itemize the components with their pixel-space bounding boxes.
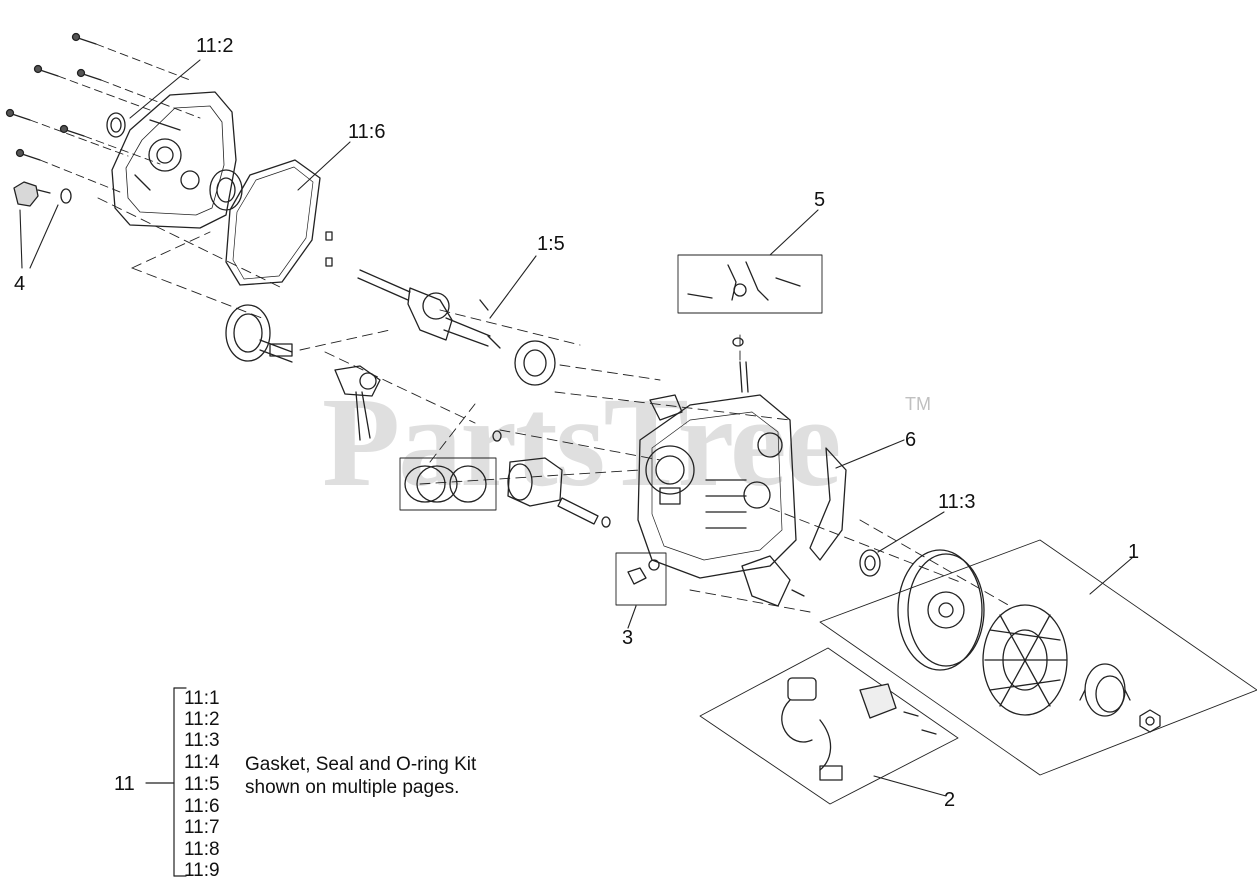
camshaft-gear bbox=[225, 304, 293, 363]
kit-number: 11 bbox=[114, 773, 135, 795]
main-bearing bbox=[514, 340, 556, 386]
callout-2: 2 bbox=[944, 789, 956, 811]
crankcase-cover bbox=[111, 91, 237, 229]
kit-note-line-2: shown on multiple pages. bbox=[245, 777, 460, 798]
crankshaft bbox=[357, 269, 501, 349]
flywheel-assembly-box bbox=[819, 539, 1257, 776]
flywheel-nut bbox=[1139, 709, 1161, 733]
starter-cup bbox=[1079, 663, 1131, 717]
drain-plug-kit bbox=[615, 552, 667, 606]
kit-item: 11:7 bbox=[184, 817, 220, 838]
breather-cover bbox=[741, 555, 805, 607]
oil-seal-11-3 bbox=[859, 549, 881, 577]
piston-rings bbox=[399, 457, 497, 511]
dowel-pins bbox=[325, 231, 333, 267]
callout-3: 3 bbox=[622, 627, 634, 649]
callout-11-6: 11:6 bbox=[348, 121, 386, 143]
kit-item: 11:5 bbox=[184, 774, 220, 795]
callout-6: 6 bbox=[905, 429, 917, 451]
callout-leaders bbox=[19, 59, 1133, 797]
callout-11-3: 11:3 bbox=[938, 491, 976, 513]
kit-item: 11:3 bbox=[184, 730, 220, 751]
connecting-rod bbox=[334, 365, 381, 441]
kit-item: 11:4 bbox=[184, 752, 220, 773]
kit-bracket bbox=[145, 687, 187, 877]
cover-gasket-11-6 bbox=[225, 159, 321, 286]
oil-seal-11-2 bbox=[106, 112, 126, 138]
governor-lever-kit bbox=[677, 254, 823, 314]
cooling-fan bbox=[982, 604, 1068, 716]
kit-item: 11:8 bbox=[184, 839, 220, 860]
kit-item: 11:2 bbox=[184, 709, 220, 730]
ignition-coil bbox=[781, 677, 937, 781]
governor-shaft bbox=[732, 337, 749, 393]
callout-4: 4 bbox=[14, 273, 26, 295]
watermark-trademark: TM bbox=[905, 394, 931, 414]
piston-pin bbox=[492, 430, 611, 528]
callout-1: 1 bbox=[1128, 541, 1140, 563]
engine-block bbox=[637, 394, 797, 579]
kit-item: 11:1 bbox=[184, 688, 220, 709]
callout-5: 5 bbox=[814, 189, 826, 211]
cover-bearing bbox=[209, 169, 243, 211]
kit-item: 11:9 bbox=[184, 860, 220, 881]
oil-fill-plug bbox=[13, 181, 72, 207]
piston bbox=[507, 457, 563, 507]
callout-11-2: 11:2 bbox=[196, 35, 234, 57]
watermark-brand: PartsTree bbox=[322, 371, 841, 513]
breather-gasket bbox=[809, 447, 847, 561]
kit-item: 11:6 bbox=[184, 796, 220, 817]
kit-note-line-1: Gasket, Seal and O-ring Kit bbox=[245, 754, 477, 775]
cover-bolt-set bbox=[5, 32, 102, 161]
callout-1-5: 1:5 bbox=[537, 233, 565, 255]
flywheel bbox=[897, 549, 985, 671]
ignition-coil-box bbox=[699, 647, 959, 805]
